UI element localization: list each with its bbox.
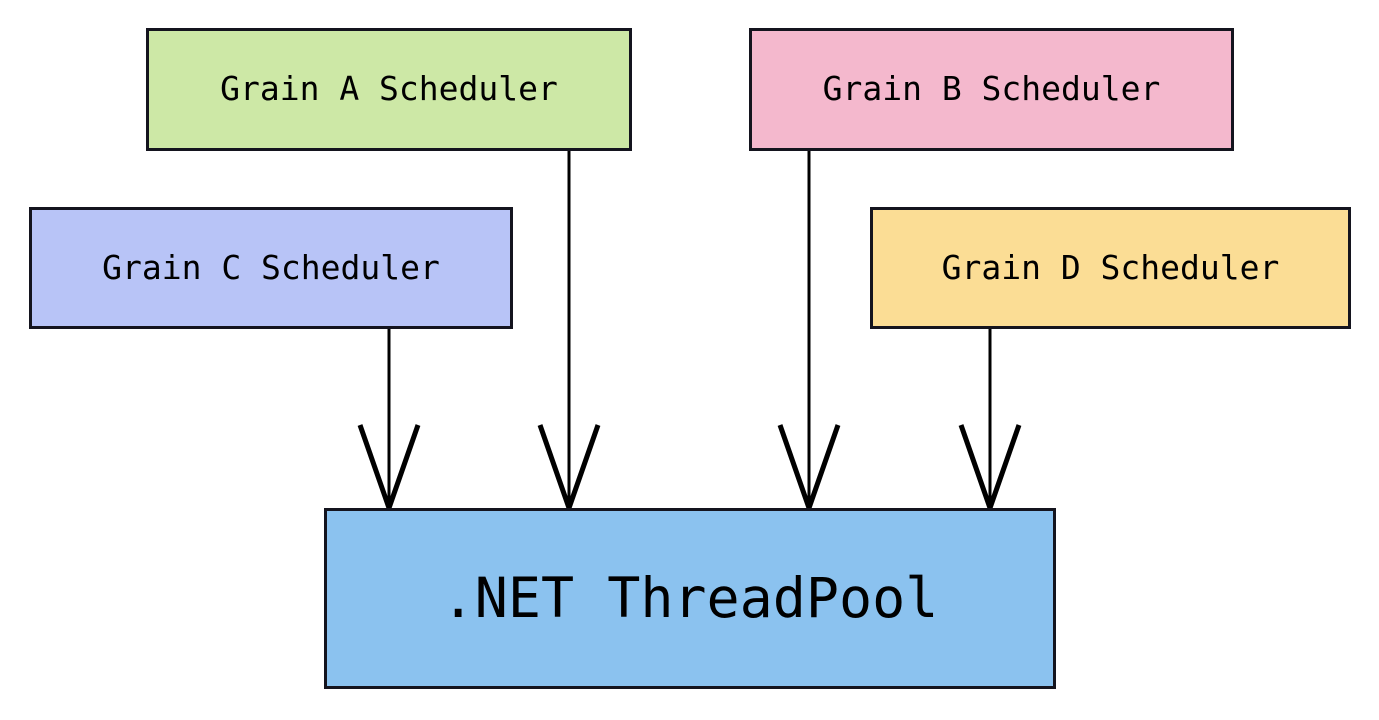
- node-dotnet-threadpool[interactable]: .NET ThreadPool: [324, 508, 1056, 689]
- node-grain-c-scheduler[interactable]: Grain C Scheduler: [29, 207, 513, 329]
- node-grain-a-scheduler[interactable]: Grain A Scheduler: [146, 28, 632, 151]
- node-grain-c-label: Grain C Scheduler: [102, 247, 440, 287]
- node-grain-b-label: Grain B Scheduler: [822, 69, 1161, 109]
- edge-grain-c-to-threadpool: [357, 329, 421, 509]
- node-grain-b-scheduler[interactable]: Grain B Scheduler: [749, 28, 1234, 151]
- node-grain-a-label: Grain A Scheduler: [220, 69, 558, 109]
- node-grain-d-label: Grain D Scheduler: [941, 247, 1280, 287]
- node-threadpool-label: .NET ThreadPool: [441, 566, 939, 631]
- edge-grain-d-to-threadpool: [958, 329, 1022, 509]
- edge-grain-a-to-threadpool: [537, 151, 601, 509]
- edge-grain-b-to-threadpool: [777, 151, 841, 509]
- node-grain-d-scheduler[interactable]: Grain D Scheduler: [870, 207, 1351, 329]
